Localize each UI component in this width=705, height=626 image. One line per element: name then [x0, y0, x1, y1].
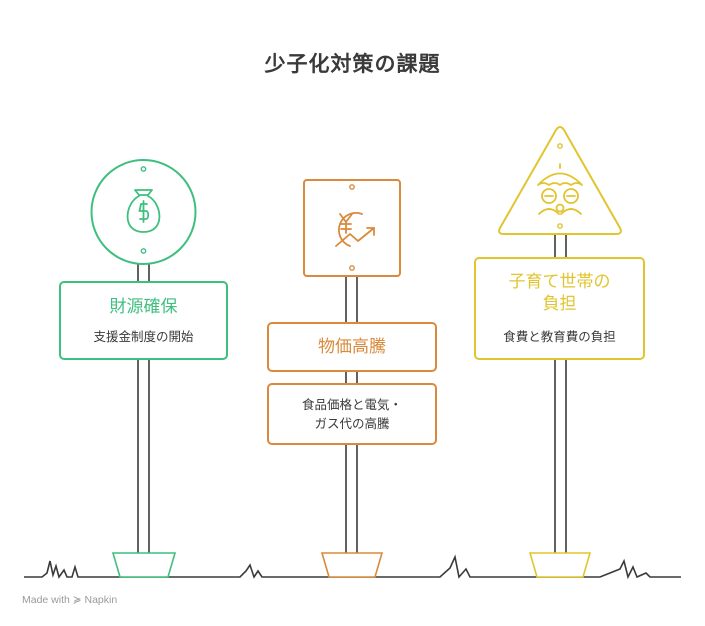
- sign-2-heading: 物価高騰: [318, 337, 386, 357]
- sign-3-graphics: [498, 126, 622, 578]
- family-umbrella-icon: [537, 163, 583, 215]
- sign-1-base: [111, 552, 177, 578]
- money-bag-icon: [126, 189, 161, 233]
- napkin-watermark: Made with ≽ Napkin: [22, 594, 118, 606]
- sign-2-description-line-2: ガス代の高騰: [314, 416, 390, 431]
- ground-line: [24, 554, 681, 580]
- sign-3-box: 子育て世帯の 負担 食費と教育費の負担: [474, 257, 645, 360]
- sign-1-heading: 財源確保: [109, 296, 178, 317]
- sign-2-graphics: [303, 179, 401, 578]
- sign-2-description-line-1: 食品価格と電気・: [301, 397, 402, 412]
- yen-rising-icon: [335, 212, 375, 247]
- sign-2-rivet-bottom: [349, 265, 355, 271]
- sign-3-triangle: [498, 126, 622, 235]
- sign-2-description-box: 食品価格と電気・ ガス代の高騰: [267, 383, 437, 445]
- sign-1-rivet-top: [140, 166, 147, 172]
- sign-2-square: [303, 179, 401, 277]
- sign-1-description: 支援金制度の開始: [93, 328, 194, 344]
- sign-2-base: [320, 552, 384, 578]
- sign-3-base: [528, 552, 592, 578]
- sign-3-rivet-bottom: [557, 223, 563, 229]
- sign-3-rivet-top: [557, 143, 563, 149]
- sign-2-heading-box: 物価高騰: [267, 322, 437, 372]
- sign-3-heading-line-2: 負担: [542, 294, 577, 314]
- sign-1-rivet-bottom: [140, 248, 147, 254]
- page-title: 少子化対策の課題: [264, 52, 441, 76]
- sign-2-rivet-top: [349, 184, 355, 190]
- sign-3-description: 食費と教育費の負担: [503, 329, 616, 344]
- sign-1-graphics: [90, 159, 197, 578]
- sign-1-box: 財源確保 支援金制度の開始: [59, 281, 228, 360]
- sign-3-heading-line-1: 子育て世帯の: [508, 272, 611, 292]
